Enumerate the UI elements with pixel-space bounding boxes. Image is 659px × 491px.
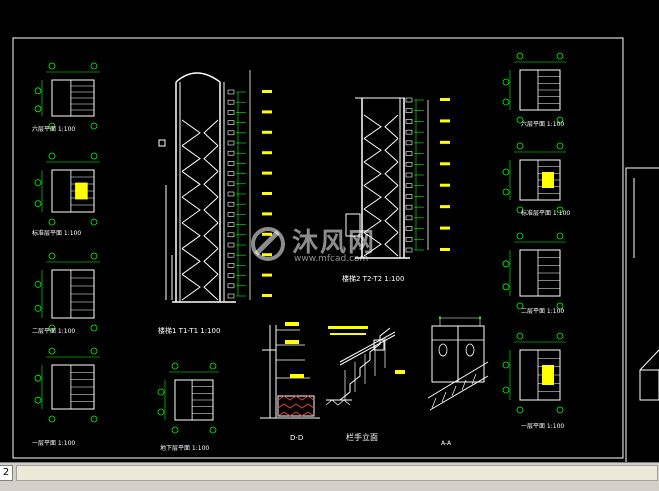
title-floor1-plan-r: 一层平面 1:100 [521,423,564,430]
title-six-floor-plan: 六层平面 1:100 [32,125,75,133]
horizontal-scrollbar[interactable] [16,465,658,481]
title-stair1-section: 楼梯1 T1-T1 1:100 [158,326,220,335]
drawing-canvas[interactable]: 六层平面 1:100 标准层平面 1:100 二层平面 1:100 一层平面 1… [0,0,659,462]
title-section-dd: D-D [290,434,303,442]
stair2-section [345,97,450,259]
drawing-frame [12,37,624,459]
stair1-section [158,70,272,303]
plans-right-column [502,52,566,414]
title-handrail-elevation: 栏手立面 [346,432,378,442]
title-top-floor-plan-r: 六层平面 1:100 [521,120,564,128]
cad-drawing: 六层平面 1:100 标准层平面 1:100 二层平面 1:100 一层平面 1… [12,37,659,462]
drawing-titles: 六层平面 1:100 标准层平面 1:100 二层平面 1:100 一层平面 1… [32,120,570,452]
title-stair2-section: 楼梯2 T2-T2 1:100 [342,274,404,283]
status-bar: 2 [0,462,659,491]
adjacent-detail-line [639,349,659,371]
title-basement-plan: 地下层平面 1:100 [160,444,209,452]
plans-left-column [34,62,219,434]
title-std-floor-plan-a: 标准层平面 1:100 [32,229,81,237]
title-floor2-plan-a: 二层平面 1:100 [32,328,75,335]
layout-tab[interactable]: 2 [0,465,13,481]
handrail-elevation [325,326,405,406]
title-detail-aa: A-A [441,440,452,447]
section-dd-detail [260,322,320,419]
adjacent-frame [625,167,659,462]
detail-aa [427,316,489,411]
title-floor1-plan-a: 一层平面 1:100 [32,440,75,447]
title-floor2-plan-r: 二层平面 1:100 [521,308,564,315]
title-std-floor-plan-r: 标准层平面 1:100 [521,209,570,217]
adjacent-detail [639,369,659,401]
